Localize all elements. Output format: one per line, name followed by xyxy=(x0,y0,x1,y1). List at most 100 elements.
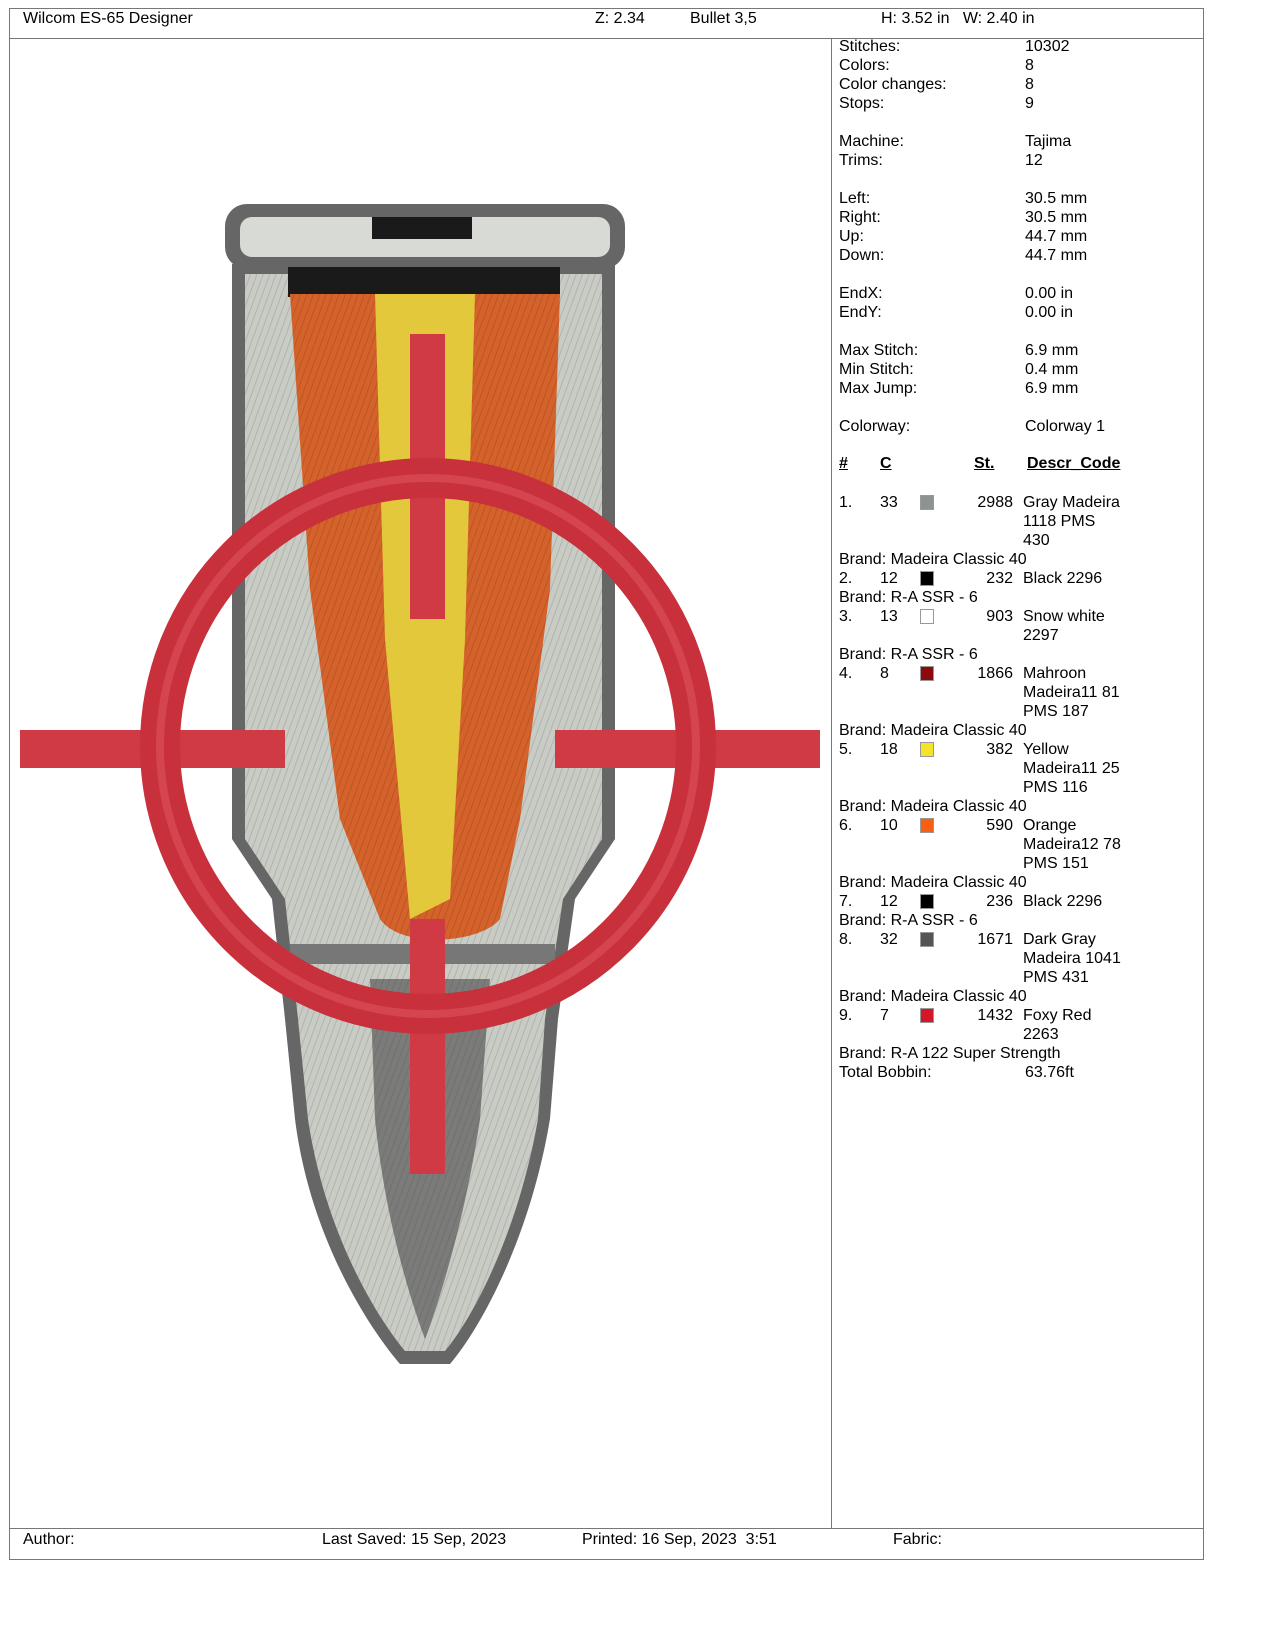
color-code: 32 xyxy=(880,931,898,948)
stat-value: 30.5 mm xyxy=(1025,209,1088,226)
row-number: 4. xyxy=(839,665,853,682)
stat-value: 12 xyxy=(1025,152,1043,169)
stitch-count: 903 xyxy=(986,608,1013,625)
color-code: 12 xyxy=(880,570,898,587)
stitch-count: 1866 xyxy=(977,665,1013,682)
descr-line: Madeira11 81 xyxy=(1023,684,1120,701)
brand-line: Brand: R-A SSR - 6 xyxy=(839,646,978,663)
brand-line: Brand: Madeira Classic 40 xyxy=(839,874,1027,891)
stat-value: Colorway 1 xyxy=(1025,418,1106,435)
bullet-crosshair-embroidery xyxy=(20,204,820,1364)
descr-line: Black 2296 xyxy=(1023,893,1103,910)
stat-label: Colors: xyxy=(839,57,890,74)
panel-divider xyxy=(831,38,832,1528)
stat-value: 8 xyxy=(1025,57,1034,74)
descr-line: 2263 xyxy=(1023,1026,1059,1043)
stat-value: Tajima xyxy=(1025,133,1072,150)
stat-value: 44.7 mm xyxy=(1025,247,1088,264)
stat-label: Max Jump: xyxy=(839,380,918,397)
brand-line: Brand: Madeira Classic 40 xyxy=(839,551,1027,568)
descr-line: PMS 187 xyxy=(1023,703,1089,720)
stat-label: Stops: xyxy=(839,95,885,112)
stitch-count: 382 xyxy=(986,741,1013,758)
total-bobbin: Total Bobbin: 63.76ft xyxy=(839,1063,1199,1082)
brand-line: Brand: Madeira Classic 40 xyxy=(839,722,1027,739)
color-swatch xyxy=(920,894,934,909)
stat-value: 30.5 mm xyxy=(1025,190,1088,207)
fabric: Fabric: xyxy=(893,1531,942,1548)
stat-label: EndX: xyxy=(839,285,883,302)
color-swatch xyxy=(920,932,934,947)
color-swatch xyxy=(920,1008,934,1023)
stat-label: Trims: xyxy=(839,152,883,169)
header-code: C xyxy=(880,455,892,472)
header-num: # xyxy=(839,455,848,472)
color-code: 10 xyxy=(880,817,898,834)
descr-line: 2297 xyxy=(1023,627,1059,644)
color-code: 8 xyxy=(880,665,889,682)
footer-divider xyxy=(9,1528,1204,1529)
color-swatch xyxy=(920,742,934,757)
stat-label: EndY: xyxy=(839,304,882,321)
color-description: Black 2296 xyxy=(1023,892,1133,911)
stitch-count: 590 xyxy=(986,817,1013,834)
row-number: 2. xyxy=(839,570,853,587)
stat-label: Min Stitch: xyxy=(839,361,914,378)
stat-value: 10302 xyxy=(1025,38,1070,55)
header-divider xyxy=(9,38,1204,39)
stat-value: 0.00 in xyxy=(1025,304,1074,321)
row-number: 6. xyxy=(839,817,853,834)
descr-line: 430 xyxy=(1023,532,1050,549)
stitch-count: 232 xyxy=(986,570,1013,587)
color-swatch xyxy=(920,818,934,833)
primer xyxy=(372,217,472,239)
stat-label: Down: xyxy=(839,247,885,264)
embroidery-design-preview xyxy=(10,39,830,1527)
color-swatch xyxy=(920,495,934,510)
author: Author: xyxy=(23,1531,75,1548)
design-name: Bullet 3,5 xyxy=(690,10,757,27)
brand-line: Brand: R-A SSR - 6 xyxy=(839,589,978,606)
table-header: # C St. Descr_Code xyxy=(839,455,1199,474)
stitch-count: 1671 xyxy=(977,931,1013,948)
brand-line: Brand: Madeira Classic 40 xyxy=(839,988,1027,1005)
descr-line: Madeira11 25 xyxy=(1023,760,1120,777)
stat-value: 6.9 mm xyxy=(1025,342,1079,359)
color-row: 7. 12 236 Black 2296 xyxy=(839,892,1199,911)
descr-line: 1118 PMS xyxy=(1023,513,1096,530)
brand-line: Brand: R-A SSR - 6 xyxy=(839,912,978,929)
descr-line: Madeira 1041 xyxy=(1023,950,1121,967)
descr-line: Yellow xyxy=(1023,741,1069,758)
brand-line: Brand: R-A 122 Super Strength xyxy=(839,1045,1061,1062)
stat-value: 0.4 mm xyxy=(1025,361,1079,378)
stat-value: 44.7 mm xyxy=(1025,228,1088,245)
row-number: 3. xyxy=(839,608,853,625)
stitch-count: 236 xyxy=(986,893,1013,910)
stat-label: Right: xyxy=(839,209,881,226)
printed-date: Printed: 16 Sep, 2023 3:51 xyxy=(582,1531,777,1548)
row-number: 5. xyxy=(839,741,853,758)
stat-label: Colorway: xyxy=(839,418,911,435)
color-code: 7 xyxy=(880,1007,889,1024)
descr-line: Mahroon xyxy=(1023,665,1087,682)
last-saved: Last Saved: 15 Sep, 2023 xyxy=(322,1531,507,1548)
stat-value: 0.00 in xyxy=(1025,285,1074,302)
descr-line: Orange xyxy=(1023,817,1077,834)
stat-label: Up: xyxy=(839,228,864,245)
color-swatch xyxy=(920,666,934,681)
row-number: 7. xyxy=(839,893,853,910)
color-code: 18 xyxy=(880,741,898,758)
stat-value: 8 xyxy=(1025,76,1034,93)
descr-line: Dark Gray xyxy=(1023,931,1096,948)
row-number: 8. xyxy=(839,931,853,948)
descr-line: Black 2296 xyxy=(1023,570,1103,587)
app-title: Wilcom ES-65 Designer xyxy=(23,10,193,27)
